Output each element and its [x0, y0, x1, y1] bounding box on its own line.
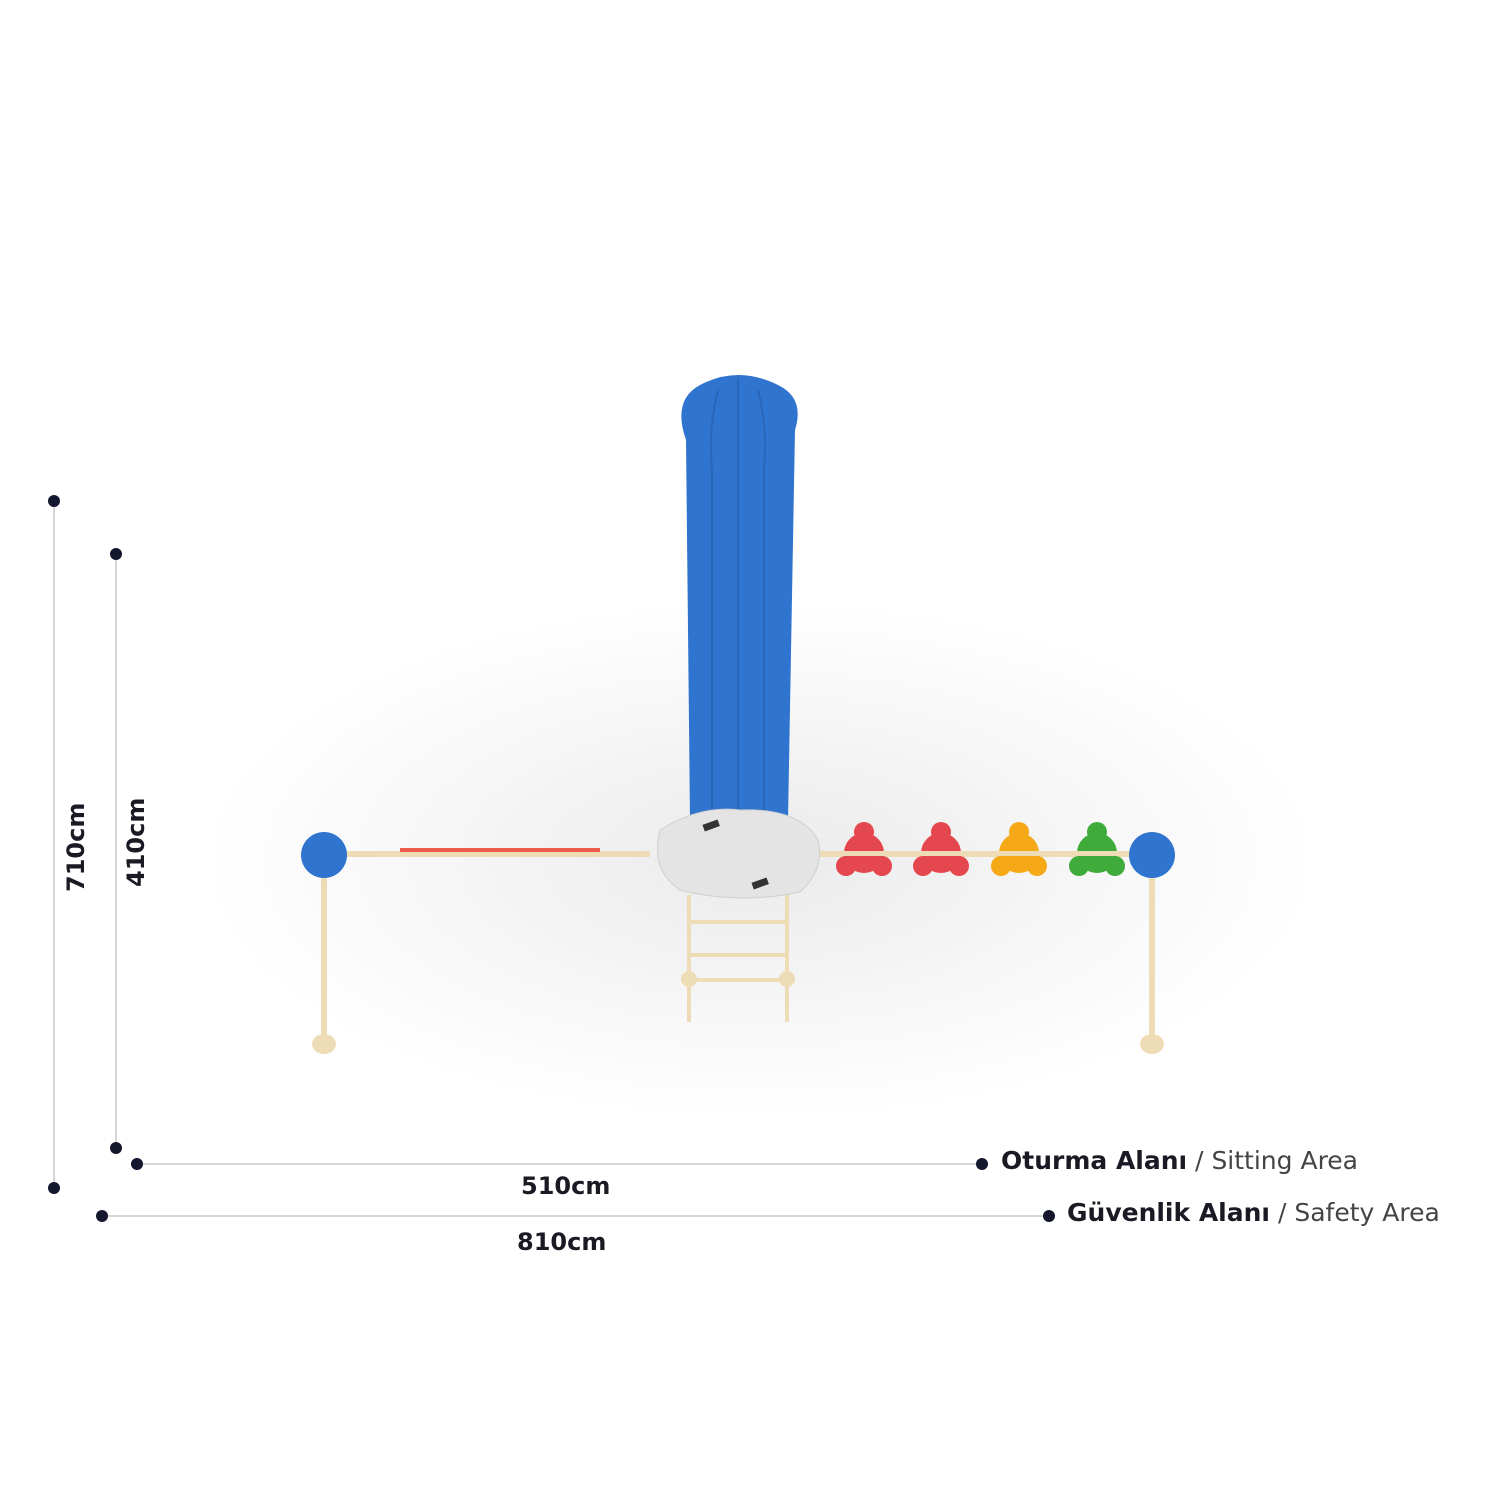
legend-separator: /	[1187, 1146, 1212, 1175]
legend-separator: /	[1270, 1198, 1295, 1227]
ladder	[681, 895, 795, 1022]
legend-sitting-area: Oturma Alanı / Sitting Area	[1001, 1146, 1358, 1175]
slide	[681, 375, 798, 820]
height-outer-label: 710cm	[62, 802, 90, 892]
legend-safety-en: Safety Area	[1294, 1198, 1440, 1227]
seats	[836, 822, 1125, 876]
left-post-cap	[301, 832, 347, 878]
legend-safety-tr: Güvenlik Alanı	[1067, 1198, 1270, 1227]
width-inner-label: 510cm	[521, 1172, 611, 1200]
legend-sitting-tr: Oturma Alanı	[1001, 1146, 1188, 1175]
right-post-cap	[1129, 832, 1175, 878]
height-inner-label: 410cm	[122, 797, 150, 887]
seat-red-2	[913, 822, 969, 876]
legend-sitting-en: Sitting Area	[1211, 1146, 1358, 1175]
dimension-dots	[48, 495, 1055, 1222]
left-beam	[340, 851, 650, 857]
rock-platform	[657, 808, 820, 899]
red-rope-bridge	[400, 848, 600, 852]
dimension-lines	[53, 501, 1049, 1217]
width-outer-label: 810cm	[517, 1228, 607, 1256]
legend-safety-area: Güvenlik Alanı / Safety Area	[1067, 1198, 1440, 1227]
slide-grooves	[709, 378, 767, 810]
